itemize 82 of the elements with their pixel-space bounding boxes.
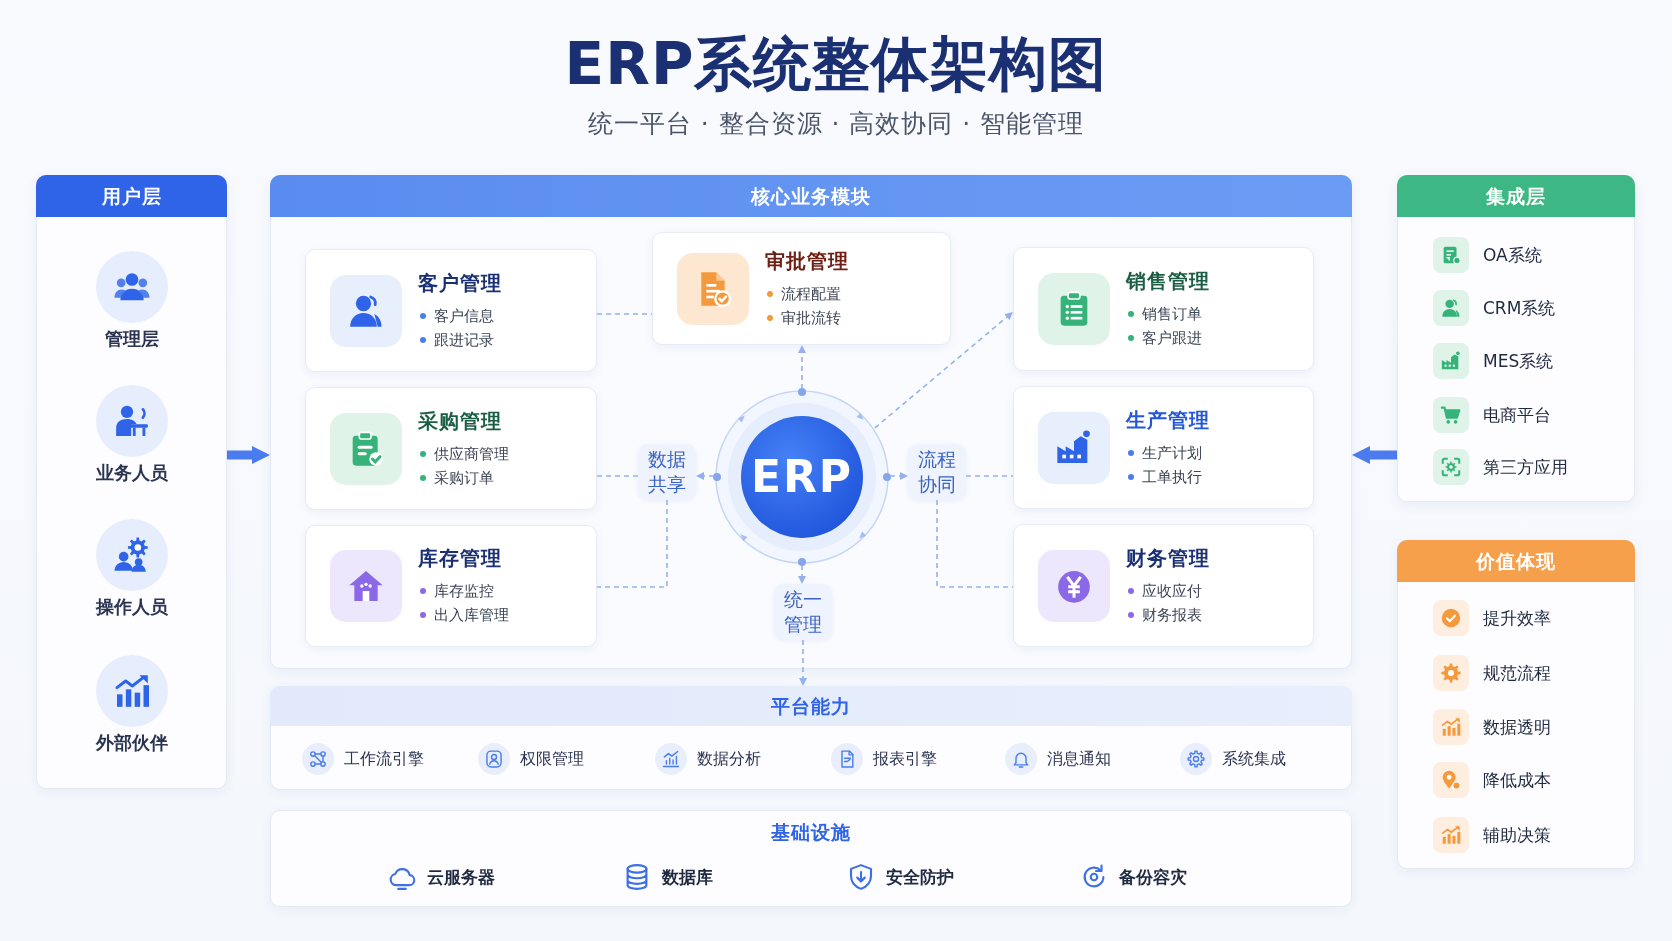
module-title: 审批管理 (765, 247, 849, 275)
arrow (799, 639, 807, 686)
module-card (1013, 524, 1314, 647)
bullet-item: 审批流转 (767, 306, 841, 329)
item-label: 云服务器 (427, 866, 495, 888)
module-title: 库存管理 (418, 545, 502, 572)
arrow (889, 472, 908, 480)
module-card (1013, 247, 1314, 371)
panel-header: 核心业务模块 (270, 175, 1352, 217)
connector-line (596, 499, 668, 588)
module-card (305, 249, 597, 372)
item-label: 数据库 (662, 866, 713, 888)
section-title: 基础设施 (771, 820, 851, 845)
panel (36, 175, 227, 789)
module-title: 客户管理 (418, 269, 502, 297)
item-label: 安全防护 (886, 866, 954, 888)
panel (270, 175, 1352, 669)
connector-line (965, 475, 1014, 477)
panel-header: 集成层 (1397, 175, 1635, 217)
item-label: 备份容灾 (1119, 866, 1187, 888)
bullet-item: 应收应付 (1128, 579, 1202, 602)
bullet-item: 销售订单 (1128, 303, 1202, 325)
role-label: 业务人员 (96, 462, 168, 484)
module-card (1013, 386, 1314, 509)
panel-header: 价值体现 (1397, 540, 1635, 582)
panel (1397, 175, 1635, 502)
item-label: 工作流引擎 (344, 748, 424, 770)
band-header: 平台能力 (270, 686, 1352, 726)
bullet-item: 跟进记录 (420, 328, 494, 351)
item-label: 电商平台 (1483, 404, 1551, 427)
block-arrow (227, 446, 270, 464)
relation-tag: 统一管理 (774, 584, 832, 640)
title: ERP系统整体架构图 (564, 29, 1108, 99)
module-title: 财务管理 (1126, 544, 1210, 572)
item-label: 报表引擎 (873, 748, 937, 770)
item-label: 系统集成 (1222, 748, 1286, 770)
panel-header: 用户层 (36, 175, 227, 217)
role-label: 操作人员 (96, 596, 168, 618)
bullet-item: 客户信息 (420, 304, 494, 327)
module-title: 销售管理 (1126, 268, 1210, 295)
arrow (874, 312, 1013, 429)
item-label: CRM系统 (1483, 297, 1556, 320)
module-title: 生产管理 (1126, 406, 1210, 434)
connector-line (596, 475, 639, 477)
item-label: 权限管理 (520, 748, 584, 770)
bullet-item: 流程配置 (767, 282, 841, 305)
item-label: 消息通知 (1047, 748, 1111, 770)
panel (1397, 540, 1635, 869)
bullet-item: 财务报表 (1128, 603, 1202, 626)
item-label: 数据分析 (697, 748, 761, 770)
item-label: 降低成本 (1483, 769, 1551, 792)
module-card (305, 387, 597, 510)
relation-tag: 流程协同 (908, 444, 966, 500)
bullet-item: 生产计划 (1128, 441, 1202, 464)
connector-line (596, 313, 653, 315)
bullet-item: 库存监控 (420, 580, 494, 602)
band-panel (270, 686, 1352, 790)
item-label: 提升效率 (1483, 607, 1551, 630)
module-card (305, 525, 597, 647)
bullet-item: 供应商管理 (420, 442, 509, 465)
item-label: 数据透明 (1483, 716, 1551, 739)
item-label: 第三方应用 (1483, 456, 1568, 479)
block-arrow (1352, 446, 1397, 464)
subtitle: 统一平台 · 整合资源 · 高效协同 · 智能管理 (587, 108, 1085, 140)
bullet-item: 客户跟进 (1128, 327, 1202, 349)
bullet-item: 出入库管理 (420, 604, 509, 626)
module-title: 采购管理 (418, 407, 502, 435)
module-card (652, 232, 951, 345)
arrow (696, 472, 715, 480)
item-label: MES系统 (1483, 350, 1554, 373)
relation-tag: 数据共享 (638, 444, 696, 500)
item-label: 规范流程 (1483, 662, 1551, 685)
arrow (798, 564, 806, 584)
band-panel (270, 810, 1352, 907)
role-label: 外部伙伴 (96, 732, 168, 754)
item-label: 辅助决策 (1483, 824, 1551, 847)
item-label: OA系统 (1483, 244, 1542, 267)
bullet-item: 采购订单 (420, 466, 494, 489)
arrow (798, 345, 806, 390)
role-label: 管理层 (105, 328, 159, 350)
connector-line (936, 499, 1014, 588)
bullet-item: 工单执行 (1128, 465, 1202, 488)
